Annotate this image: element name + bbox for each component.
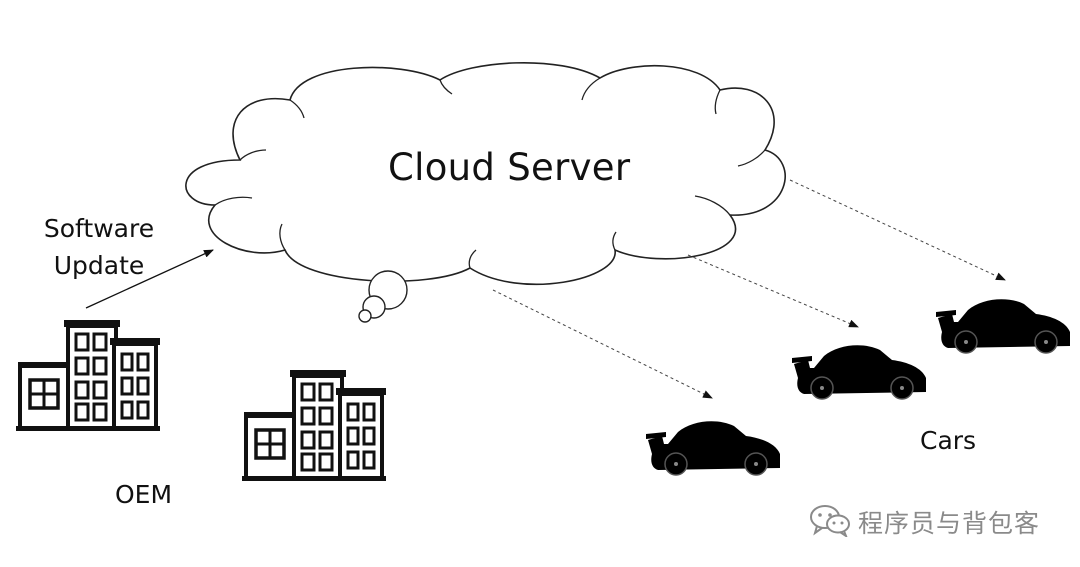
- oem-label: OEM: [115, 480, 173, 509]
- car-icon-2: [791, 344, 927, 400]
- bubble-small: [358, 309, 372, 323]
- watermark: 程序员与背包客: [808, 503, 1040, 541]
- cars-label: Cars: [920, 426, 977, 455]
- cloud-to-car-3-arrow: [789, 179, 1006, 281]
- software-update-line1: Software: [43, 214, 155, 243]
- software-update-label: Software Update: [40, 210, 158, 284]
- update-arrow: [85, 249, 214, 309]
- building-icon-2: [240, 368, 388, 483]
- car-icon-1: [645, 420, 781, 476]
- software-update-line2: Update: [53, 251, 145, 280]
- building-icon-1: [14, 318, 162, 433]
- cloud-to-car-2-arrow: [687, 254, 859, 328]
- car-icon-3: [935, 298, 1071, 354]
- cloud-to-car-1-arrow: [492, 289, 713, 399]
- watermark-text: 程序员与背包客: [858, 509, 1041, 538]
- cloud-server-label: Cloud Server: [388, 146, 631, 189]
- wechat-icon: [808, 503, 852, 541]
